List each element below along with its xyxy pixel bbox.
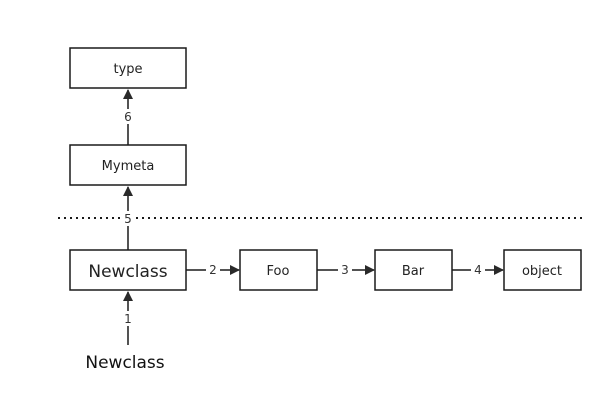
- edge-6-label: 6: [124, 110, 132, 124]
- edge-1: 1: [120, 291, 136, 345]
- edge-5-label: 5: [124, 212, 132, 226]
- edge-2-label: 2: [209, 263, 217, 277]
- node-type-label: type: [113, 62, 142, 77]
- edge-3-label: 3: [341, 263, 349, 277]
- edge-1-label: 1: [124, 312, 132, 326]
- caller-label: Newclass: [85, 353, 164, 373]
- edge-5: 5: [120, 186, 136, 250]
- node-foo-label: Foo: [267, 264, 290, 279]
- node-newclass-label: Newclass: [88, 262, 167, 282]
- edge-3: 3: [317, 262, 375, 277]
- node-bar-label: Bar: [402, 264, 425, 279]
- node-object-label: object: [522, 264, 562, 279]
- edge-2: 2: [186, 262, 240, 277]
- node-newclass: Newclass: [69, 249, 187, 291]
- node-type: type: [69, 47, 187, 89]
- edge-4: 4: [452, 262, 504, 277]
- node-object: object: [503, 249, 582, 291]
- edge-4-label: 4: [474, 263, 482, 277]
- node-foo: Foo: [239, 249, 318, 291]
- node-mymeta: Mymeta: [69, 144, 187, 186]
- node-bar: Bar: [374, 249, 453, 291]
- edge-6: 6: [120, 89, 136, 145]
- node-mymeta-label: Mymeta: [102, 159, 155, 174]
